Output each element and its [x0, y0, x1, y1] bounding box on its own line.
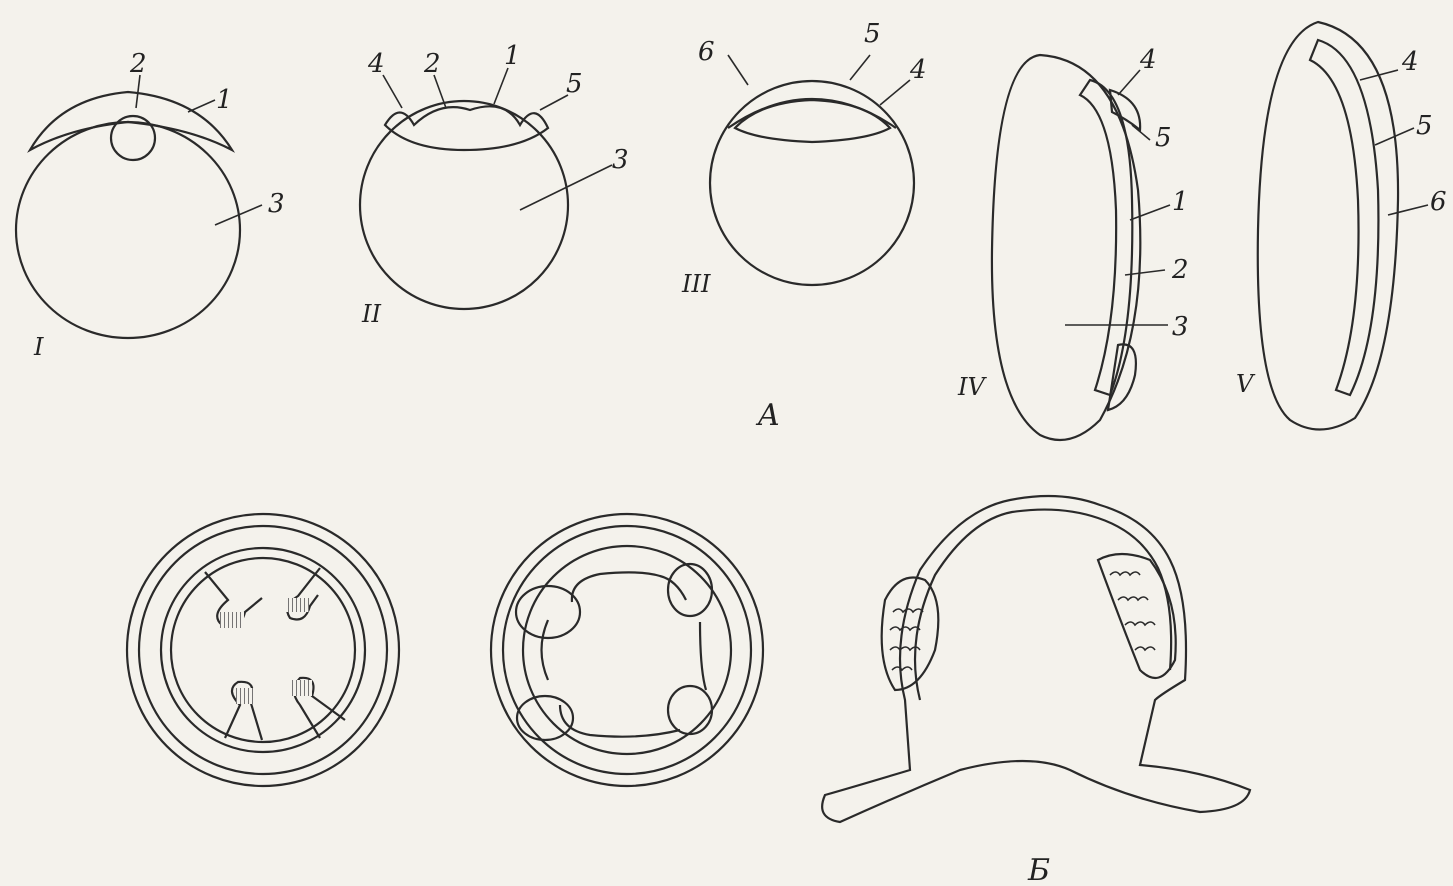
- stage-5-embryo: 4 5 6 V: [1236, 22, 1447, 430]
- stage-2-label-3: 3: [612, 145, 629, 175]
- stage-2-roman: II: [361, 300, 381, 328]
- stage-4-embryo: 4 5 1 2 3 IV: [957, 45, 1189, 440]
- stage-5-label-6: 6: [1430, 187, 1447, 217]
- stage-3-roman: III: [681, 270, 711, 298]
- cross-section-1: [127, 514, 399, 786]
- stage-1-roman: I: [33, 333, 44, 361]
- stage-2-embryo: 4 2 1 5 3 II: [360, 41, 629, 328]
- panel-b-label: Б: [1027, 853, 1050, 886]
- stage-3-embryo: 6 5 4 III: [681, 19, 927, 298]
- stage-2-label-5: 5: [566, 69, 583, 99]
- stage-4-label-4: 4: [1139, 45, 1157, 75]
- stage-3-label-4: 4: [909, 55, 927, 85]
- stage-1-embryo: 2 1 3 I: [16, 49, 285, 361]
- stage-1-label-1: 1: [216, 85, 233, 115]
- stage-1-label-2: 2: [129, 49, 147, 79]
- stage-5-label-4: 4: [1401, 47, 1419, 77]
- stage-5-label-5: 5: [1416, 111, 1433, 141]
- section-b-diagram: [822, 496, 1250, 822]
- stage-4-label-3: 3: [1172, 312, 1189, 342]
- stage-4-roman: IV: [957, 373, 987, 401]
- stage-4-label-2: 2: [1171, 255, 1189, 285]
- stage-5-roman: V: [1236, 370, 1256, 398]
- stage-4-label-1: 1: [1172, 187, 1189, 217]
- stage-2-label-1: 1: [504, 41, 521, 71]
- cross-section-2: [491, 514, 763, 786]
- panel-a-label: A: [755, 398, 780, 433]
- stage-3-label-5: 5: [864, 19, 881, 49]
- stage-2-label-4: 4: [367, 49, 385, 79]
- stage-4-label-5: 5: [1155, 123, 1172, 153]
- stage-2-label-2: 2: [423, 49, 441, 79]
- stage-1-label-3: 3: [268, 189, 285, 219]
- stage-3-label-6: 6: [698, 37, 715, 67]
